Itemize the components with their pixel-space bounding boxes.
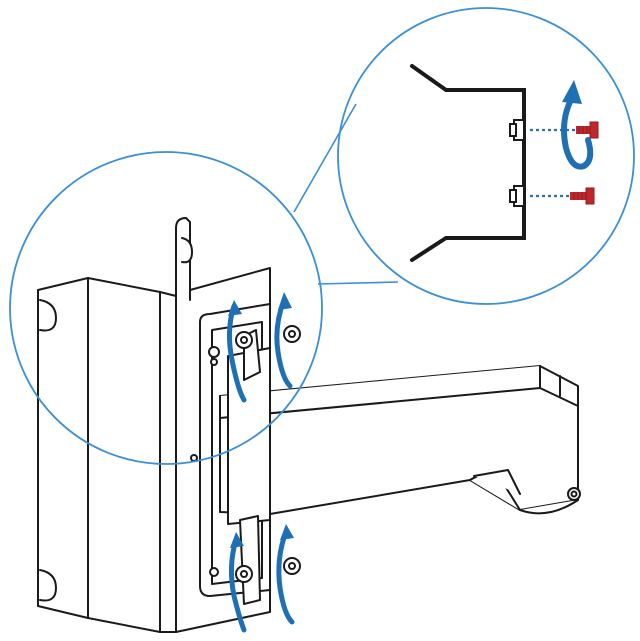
bracket-assembly — [37, 217, 581, 633]
callout-dotted-guides — [530, 128, 576, 198]
corner-adapter-left-plate — [37, 277, 161, 633]
clockwise-rotation-arrow-icon — [226, 300, 247, 403]
main-rotation-arrows — [226, 292, 295, 633]
detail-callout — [293, 7, 635, 305]
bottom-bolts — [209, 557, 301, 583]
clockwise-rotation-arrow-icon — [228, 532, 247, 633]
clockwise-rotation-arrow-icon — [274, 292, 293, 389]
clockwise-rotation-arrow-icon — [276, 524, 295, 625]
screw-icon — [576, 121, 599, 139]
bracket-arm — [219, 365, 581, 515]
detail-zoom-circle-left — [9, 151, 323, 465]
callout-connector-line — [293, 103, 357, 213]
detail-zoom-circle-right — [337, 7, 635, 305]
clockwise-rotation-arrow-icon — [561, 80, 594, 170]
screw-icon — [570, 187, 595, 205]
callout-connector-line — [317, 281, 399, 285]
callout-nuts — [509, 119, 525, 207]
callout-bracket-profile — [410, 64, 526, 262]
top-bolts — [208, 325, 301, 366]
